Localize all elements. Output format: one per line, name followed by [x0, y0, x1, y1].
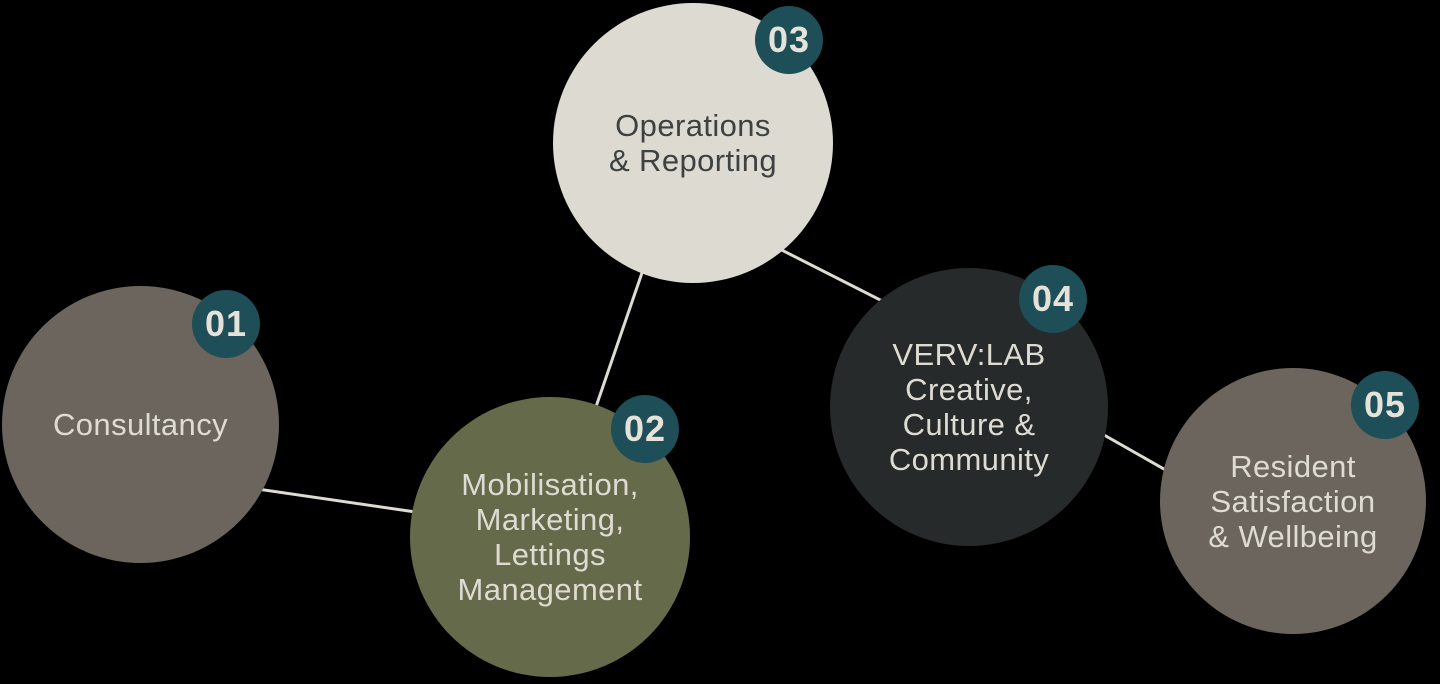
circle-label-vervlab: VERV:LAB Creative, Culture & Community [888, 337, 1050, 477]
circle-label-consultancy: Consultancy [53, 407, 228, 442]
circle-label-mobilisation: Mobilisation, Marketing, Lettings Manage… [457, 467, 643, 607]
number-badge-05: 05 [1351, 371, 1419, 439]
circle-resident-satisfaction-wellbeing: 05 Resident Satisfaction & Wellbeing [1160, 368, 1426, 634]
circle-label-operations: Operations & Reporting [608, 108, 778, 178]
circle-operations-reporting: 03 Operations & Reporting [553, 3, 833, 283]
number-badge-04: 04 [1019, 265, 1087, 333]
connector-03-04 [759, 237, 901, 312]
circle-label-resident: Resident Satisfaction & Wellbeing [1208, 448, 1378, 554]
number-badge-01: 01 [192, 290, 260, 358]
number-badge-02: 02 [611, 395, 679, 463]
number-badge-03: 03 [755, 6, 823, 74]
circle-vervlab-creative-culture-community: 04 VERV:LAB Creative, Culture & Communit… [830, 265, 1108, 546]
circle-mobilisation-marketing-lettings: 02 Mobilisation, Marketing, Lettings Man… [410, 395, 690, 677]
circle-consultancy: 01 Consultancy [2, 286, 279, 563]
